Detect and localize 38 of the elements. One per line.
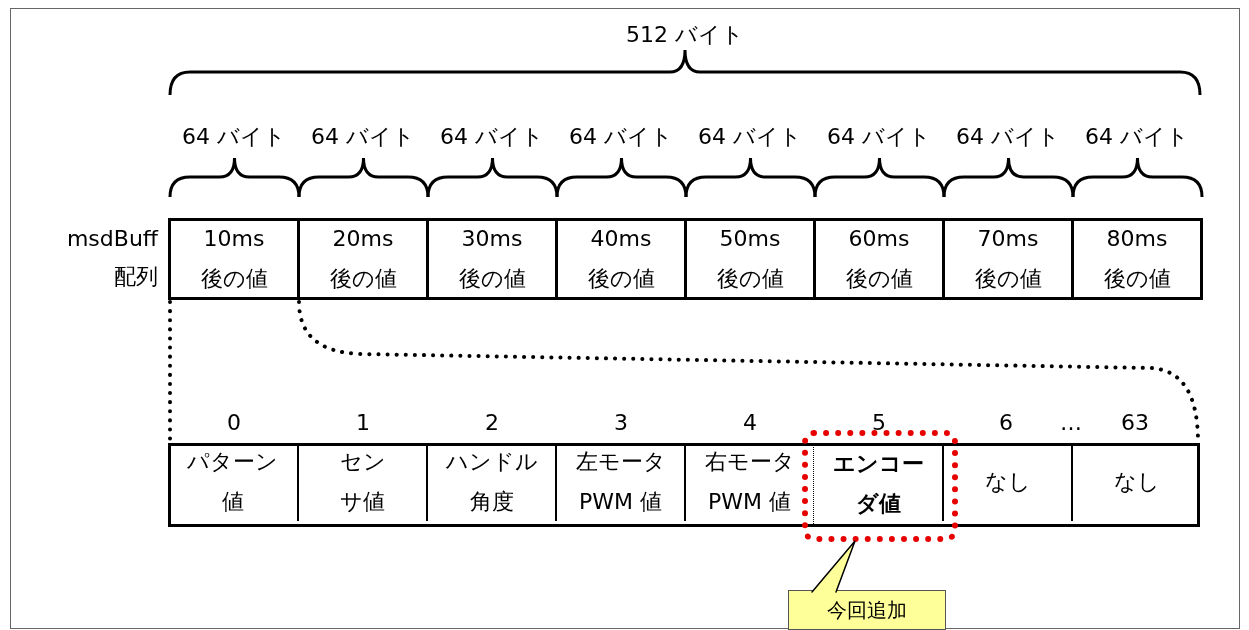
table-cell: 20ms 後の値 [297, 218, 429, 300]
size-label: 64 バイト [569, 123, 673, 151]
size-label: 64 バイト [827, 123, 931, 151]
table-cell: 30ms 後の値 [426, 218, 558, 300]
highlight-frame [802, 430, 958, 542]
index-number: … [1060, 409, 1082, 435]
size-label: 64 バイト [698, 123, 802, 151]
size-label: 64 バイト [311, 123, 415, 151]
table-cell: 80ms 後の値 [1071, 218, 1203, 300]
table-cell: ハンドル角度 [426, 443, 555, 521]
index-number: 1 [356, 409, 370, 435]
table-cell: 60ms 後の値 [813, 218, 945, 300]
index-number: 5 [872, 409, 886, 435]
array-name: msdBuff 配列 [65, 225, 158, 291]
size-label: 512 バイト [626, 21, 744, 49]
table-row [168, 443, 1200, 527]
size-label: 64 バイト [956, 123, 1060, 151]
index-number: 63 [1121, 409, 1149, 435]
table-cell: センサ値 [297, 443, 426, 521]
index-number: 0 [227, 409, 241, 435]
table-cell: 右モータPWM 値 [684, 443, 813, 521]
index-number: 2 [485, 409, 499, 435]
index-number: 3 [614, 409, 628, 435]
table-cell: パターン値 [168, 443, 297, 521]
table-cell: エンコーダ値 [813, 443, 942, 524]
table-cell: 10ms 後の値 [168, 218, 300, 300]
index-number: 4 [743, 409, 757, 435]
table-cell: 左モータPWM 値 [555, 443, 684, 521]
size-label: 64 バイト [182, 123, 286, 151]
callout-pointer [811, 540, 856, 593]
index-number: 6 [999, 409, 1013, 435]
table-cell: なし [1071, 443, 1200, 521]
size-label: 64 バイト [1085, 123, 1189, 151]
table-cell: 40ms 後の値 [555, 218, 687, 300]
size-label: 64 バイト [440, 123, 544, 151]
table-cell: 70ms 後の値 [942, 218, 1074, 300]
table-cell: 50ms 後の値 [684, 218, 816, 300]
table-cell: なし [942, 443, 1071, 521]
